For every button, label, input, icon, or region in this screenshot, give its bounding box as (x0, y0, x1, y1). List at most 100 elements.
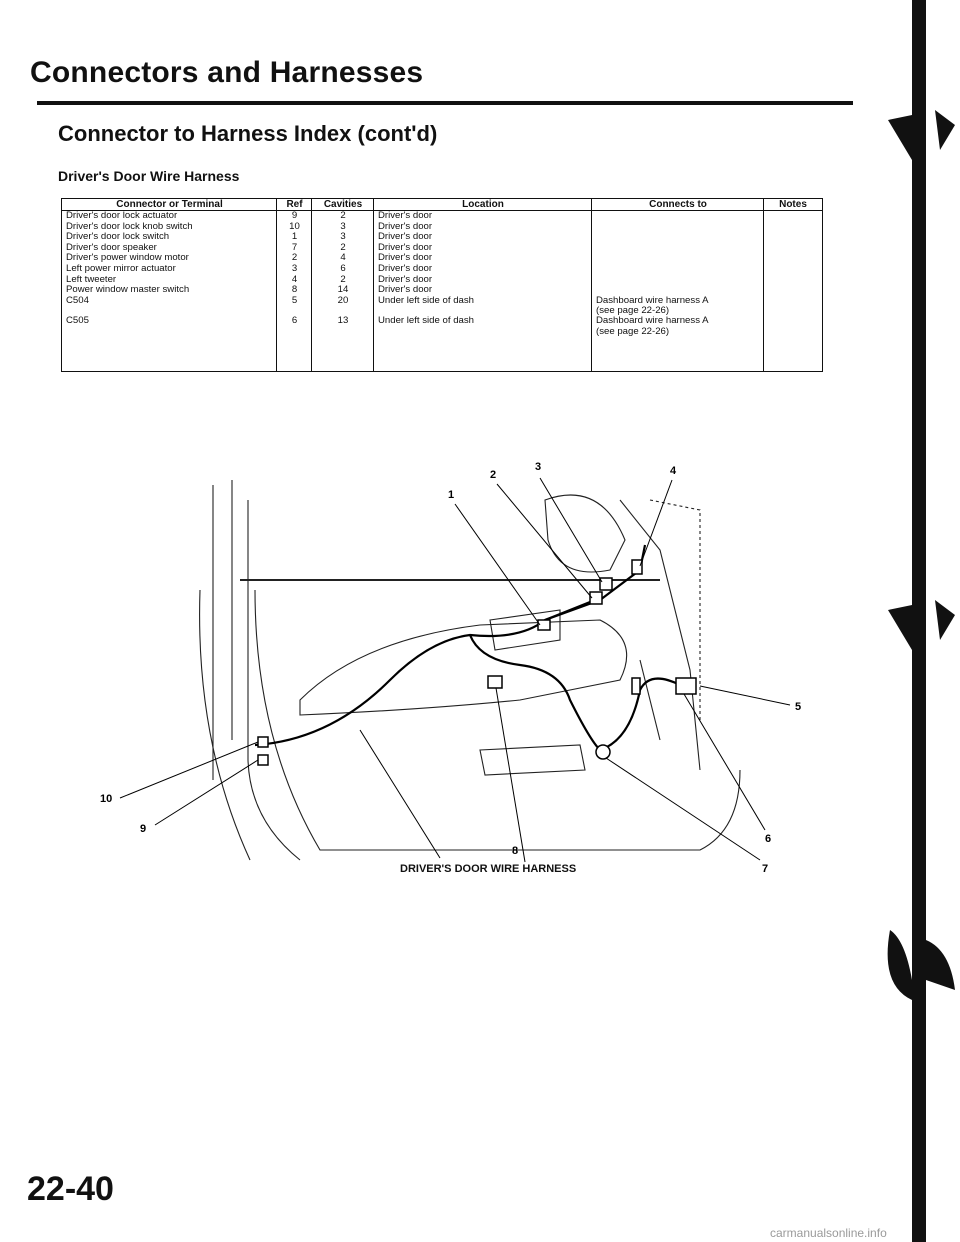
connects-to-cell: Dashboard wire harness A (596, 294, 709, 306)
location-cell: Driver's door (378, 284, 433, 296)
callout-7: 7 (762, 863, 768, 875)
location-cell: Driver's door (378, 210, 433, 221)
mirror-outline (544, 494, 626, 573)
ref-cell: 2 (291, 252, 298, 264)
armrest-outline (299, 619, 628, 716)
cavities-cell: 13 (337, 315, 349, 327)
header-notes: Notes (779, 199, 807, 210)
connector-cell: C504 (66, 294, 89, 306)
connector-2 (589, 591, 603, 605)
switch-panel (489, 609, 561, 651)
cavities-cell: 20 (337, 294, 349, 306)
cavities-cell: 6 (340, 263, 346, 274)
leader-line-10 (119, 741, 259, 799)
ref-cell: 6 (291, 315, 298, 327)
cavities-cell: 4 (340, 252, 346, 264)
cavities-cell: 3 (340, 220, 346, 232)
page-title: Connectors and Harnesses (30, 56, 424, 89)
callout-2: 2 (490, 469, 496, 481)
connector-cell: Driver's door lock knob switch (66, 220, 193, 232)
connector-6 (631, 677, 641, 695)
ref-cell: 5 (291, 294, 298, 306)
edge-mark (888, 110, 955, 160)
door-panel-outline (254, 589, 741, 851)
leader-line-3 (539, 477, 603, 583)
connector-3 (599, 577, 613, 591)
cavities-cell: 2 (340, 273, 346, 285)
location-cell: Driver's door (378, 263, 433, 274)
leader-line-9 (154, 759, 259, 826)
connector-cell: Driver's power window motor (66, 252, 189, 264)
connector-cell: Left power mirror actuator (66, 263, 176, 274)
connects-to-cell: Dashboard wire harness A (596, 315, 709, 327)
table-header: Connector or Terminal Ref Cavities Locat… (62, 199, 822, 211)
leader-line-7 (605, 757, 761, 861)
column-divider (62, 199, 277, 371)
callout-10: 10 (100, 793, 112, 805)
connector-5 (675, 677, 697, 695)
callout-8: 8 (512, 845, 518, 857)
connector-cell: Driver's door speaker (66, 241, 157, 253)
header-cavities: Cavities (323, 199, 363, 210)
connects-to-page-cell: (see page 22-26) (596, 326, 670, 337)
location-cell: Driver's door (378, 252, 433, 264)
connector-9 (257, 754, 269, 766)
body-line (649, 499, 701, 720)
leader-line-5 (699, 685, 791, 706)
connects-to-page-cell: (see page 22-26) (596, 305, 670, 317)
location-cell: Under left side of dash (378, 315, 474, 327)
connector-cell: Driver's door lock actuator (66, 210, 178, 221)
ref-cell: 9 (291, 210, 298, 221)
section-subtitle: Connector to Harness Index (cont'd) (58, 121, 438, 146)
header-connects-to: Connects to (649, 199, 707, 210)
leader-line-4 (639, 479, 673, 567)
cavities-cell: 2 (340, 210, 346, 221)
header-location: Location (462, 199, 504, 210)
watermark: carmanualsonline.info (770, 1226, 887, 1240)
connector-index-table: Connector or Terminal Ref Cavities Locat… (61, 198, 823, 372)
location-cell: Driver's door (378, 231, 433, 243)
connector-cell: C505 (66, 315, 89, 327)
location-cell: Driver's door (378, 273, 433, 285)
location-cell: Driver's door (378, 241, 433, 253)
ref-cell: 1 (291, 231, 298, 243)
ref-cell: 7 (291, 241, 298, 253)
frame-line (247, 500, 301, 861)
callout-1: 1 (448, 489, 454, 501)
door-frame-edge (619, 499, 701, 771)
column-divider (592, 199, 764, 371)
diagram-caption: DRIVER'S DOOR WIRE HARNESS (400, 863, 577, 875)
door-pocket (479, 744, 586, 776)
ref-cell: 8 (291, 284, 298, 296)
callout-3: 3 (535, 461, 541, 473)
cavities-cell: 3 (340, 231, 346, 243)
ref-cell: 3 (291, 263, 298, 274)
connector-cell: Power window master switch (66, 284, 190, 296)
column-divider (312, 199, 374, 371)
leader-line-6 (683, 693, 766, 831)
location-cell: Driver's door (378, 220, 433, 232)
cavities-cell: 2 (340, 241, 346, 253)
callout-9: 9 (140, 823, 146, 835)
door-harness-diagram: 1 2 3 4 5 6 7 8 9 10 (100, 461, 801, 875)
leader-line-2 (496, 483, 593, 599)
column-divider (277, 199, 312, 371)
callout-4: 4 (670, 465, 677, 477)
ref-cell: 10 (289, 220, 300, 232)
callout-5: 5 (795, 701, 801, 713)
connector-cell: Driver's door lock switch (66, 231, 170, 243)
header-connector: Connector or Terminal (116, 199, 223, 210)
edge-mark (887, 930, 955, 1000)
column-divider (374, 199, 592, 371)
leader-line-8 (495, 687, 526, 863)
connector-4 (631, 559, 643, 575)
connector-8 (487, 675, 503, 689)
harness-branch (544, 598, 596, 622)
leader-line-1 (454, 503, 541, 626)
harness-heading: Driver's Door Wire Harness (58, 168, 240, 184)
caption-leader (359, 729, 441, 859)
connector-1 (537, 619, 551, 631)
callout-6: 6 (765, 833, 771, 845)
page-number: 22-40 (27, 1170, 114, 1208)
header-ref: Ref (286, 199, 303, 210)
